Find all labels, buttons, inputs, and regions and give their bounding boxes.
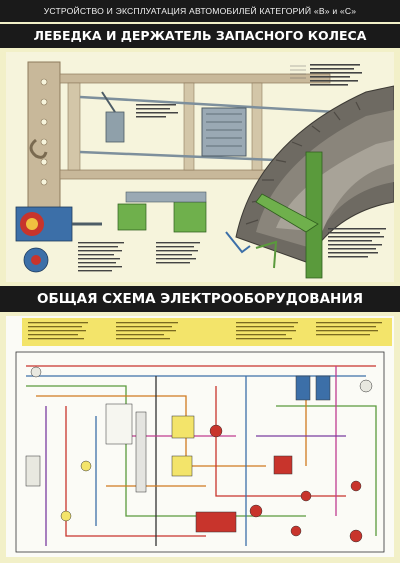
- section-title-electrical: ОБЩАЯ СХЕМА ЭЛЕКТРООБОРУДОВАНИЯ: [0, 286, 400, 312]
- poster-header: УСТРОЙСТВО И ЭКСПЛУАТАЦИЯ АВТОМОБИЛЕЙ КА…: [0, 0, 400, 22]
- wiring-diagram: [15, 318, 392, 553]
- section-title-winch: ЛЕБЕДКА И ДЕРЖАТЕЛЬ ЗАПАСНОГО КОЛЕСА: [0, 24, 400, 48]
- winch-diagram: [15, 61, 394, 279]
- wiring-illustration: [6, 316, 394, 557]
- winch-illustration: [6, 52, 394, 282]
